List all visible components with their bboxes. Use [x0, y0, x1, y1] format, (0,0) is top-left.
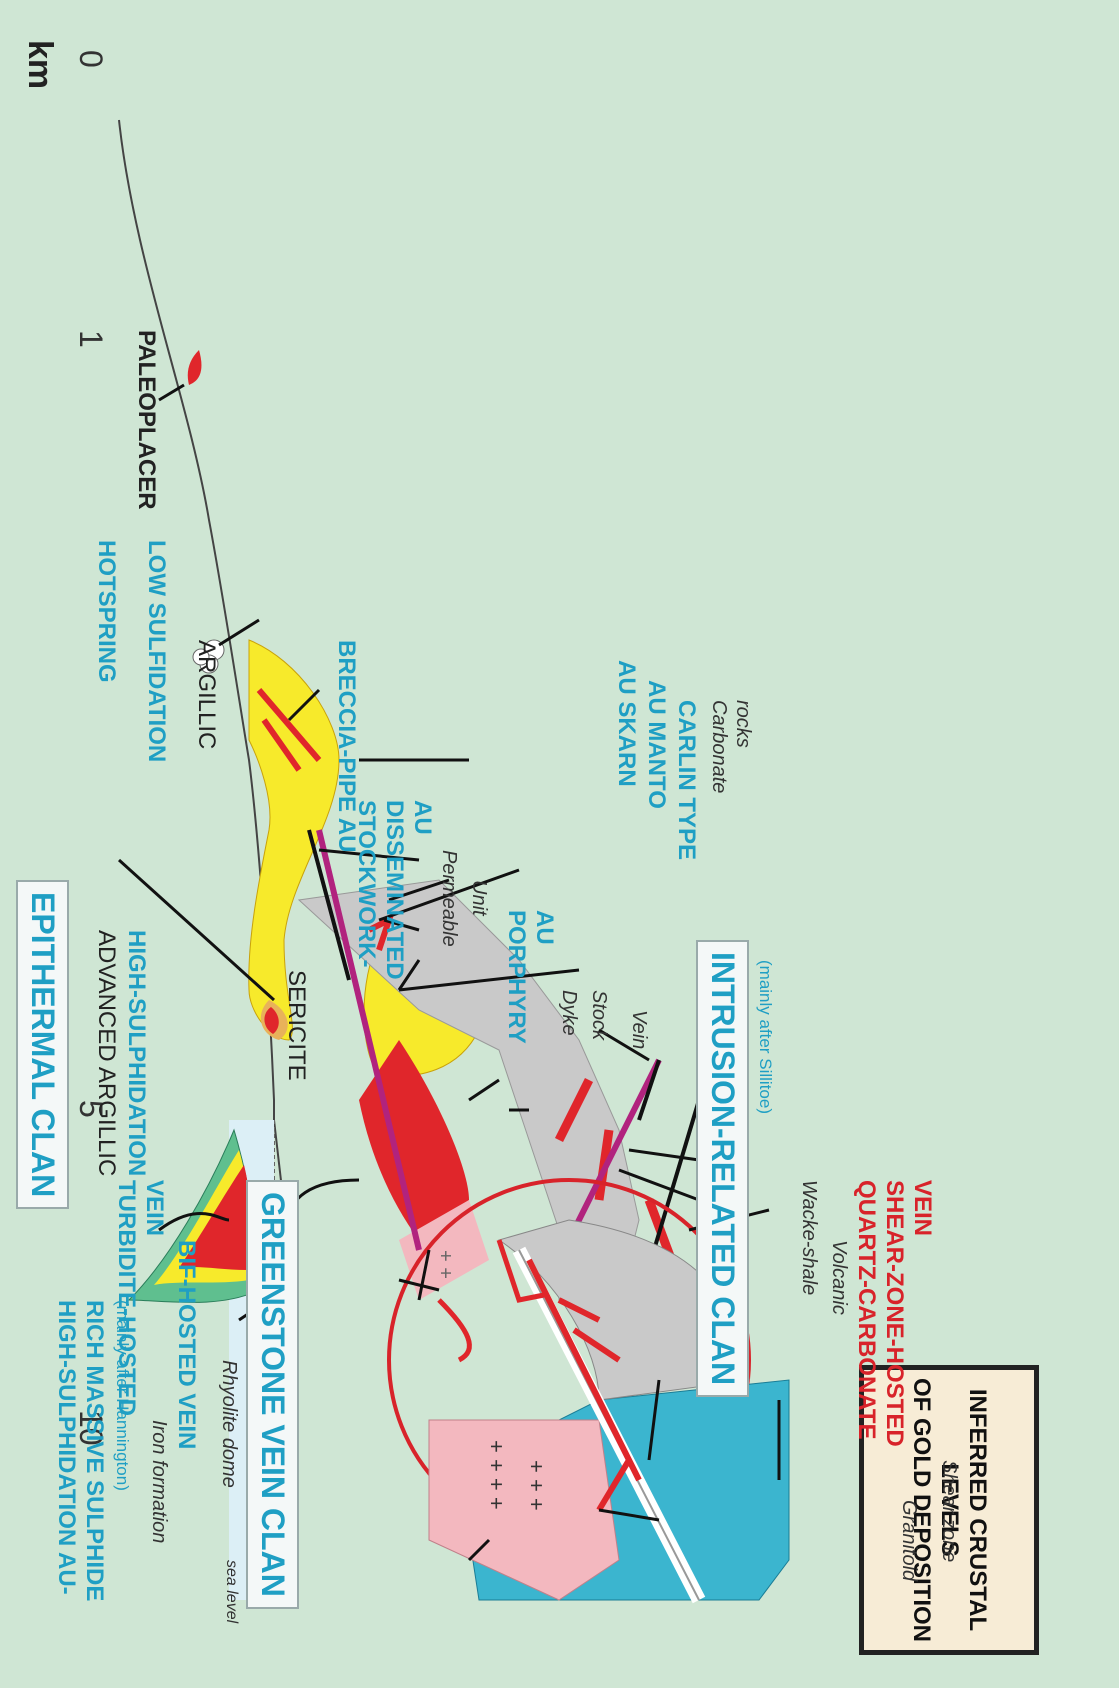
- iron-formation-label: Iron formation: [148, 1420, 169, 1543]
- depth-tick-1: 1: [72, 330, 109, 348]
- hs-massive-line2: RICH MASSIVE SULPHIDE: [82, 1300, 107, 1601]
- sericite-label: SERICITE: [284, 970, 309, 1081]
- paleoplacer-label: PALEOPLACER: [134, 330, 159, 510]
- carbonate-line2: rocks: [732, 700, 753, 748]
- au-skarn-label: AU SKARN: [614, 660, 639, 787]
- permeable-label: Permeable: [438, 850, 459, 947]
- volcanic-label: Volcanic: [828, 1240, 849, 1315]
- porphyry-line1: PORPHYRY: [504, 910, 529, 1044]
- sea-level-label: sea level: [222, 1560, 239, 1623]
- carlin-type-label: CARLIN TYPE: [674, 700, 699, 860]
- stock-label: Stock: [588, 990, 609, 1040]
- stockwork-line3: AU: [410, 800, 435, 835]
- vein-label: Vein: [628, 1010, 649, 1049]
- rhyolite-dome-label: Rhyolite dome: [218, 1360, 239, 1488]
- porphyry-line2: AU: [532, 910, 557, 945]
- granitoid-label: Granitoid: [898, 1500, 919, 1581]
- qc-line1: QUARTZ-CARBONATE: [854, 1180, 879, 1440]
- svg-text:+ + +: + + +: [524, 1460, 549, 1511]
- qc-line2: SHEAR-ZONE-HOSTED: [882, 1180, 907, 1447]
- dyke-label: Dyke: [558, 990, 579, 1036]
- carbonate-line1: Carbonate: [708, 700, 729, 793]
- hotspring-label: HOTSPRING: [94, 540, 119, 683]
- breccia-pipe-label: BRECCIA-PIPE AU: [334, 640, 359, 852]
- argillic-label: ARGILLIC: [194, 640, 219, 749]
- svg-text:+ +: + +: [434, 1250, 456, 1279]
- depth-tick-0: 0: [72, 50, 109, 68]
- advanced-argillic-label: ADVANCED ARGILLIC: [94, 930, 119, 1176]
- paleoplacer-deposit: [188, 350, 202, 385]
- qc-line3: VEIN: [910, 1180, 935, 1236]
- unit-label: Unit: [468, 880, 489, 916]
- svg-text:+ + + +: + + + +: [484, 1440, 509, 1510]
- wacke-shale-label: Wacke-shale: [798, 1180, 819, 1295]
- intrusion-clan-label: INTRUSION-RELATED CLAN: [696, 940, 749, 1397]
- hs-massive-line1: HIGH-SULPHIDATION AU-: [54, 1300, 79, 1595]
- low-sulfidation-label: LOW SULFIDATION: [144, 540, 169, 762]
- bif-hosted-label: BIF-HOSTED VEIN: [174, 1240, 199, 1449]
- stockwork-line2: DISSEMINATED: [382, 800, 407, 980]
- turbidite-line2: VEIN: [142, 1180, 167, 1236]
- bif-vein: [439, 1300, 469, 1360]
- greenstone-clan-label: GREENSTONE VEIN CLAN: [246, 1180, 299, 1609]
- au-manto-label: AU MANTO: [644, 680, 669, 809]
- intrusion-clan-note: (mainly after Sillitoe): [756, 960, 774, 1114]
- high-sulphidation-label: HIGH-SULPHIDATION: [124, 930, 149, 1176]
- epithermal-clan-label: EPITHERMAL CLAN: [16, 880, 69, 1209]
- depth-unit: km: [20, 40, 59, 89]
- shear-zone-label: Shear zone: [938, 1460, 959, 1562]
- turbidite-line1: TURBIDITE-HOSTED: [114, 1180, 139, 1416]
